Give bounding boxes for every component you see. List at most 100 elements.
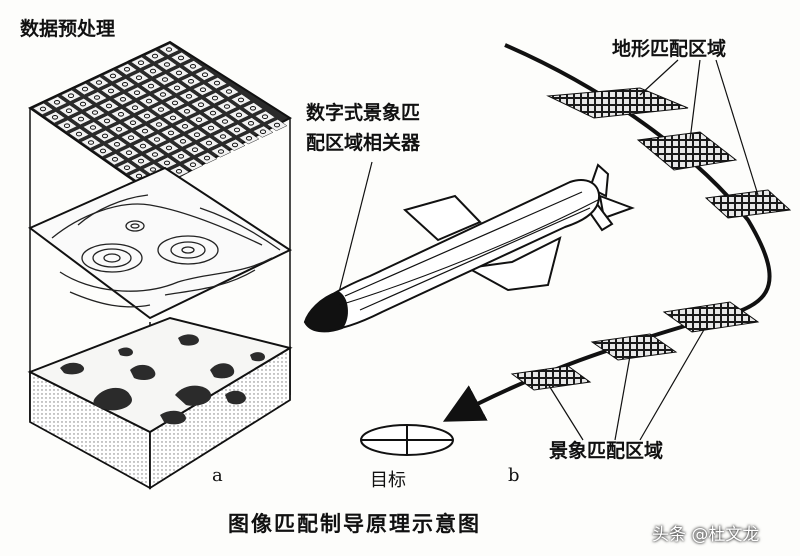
grid-cell-mark xyxy=(107,88,115,94)
grid-cell xyxy=(156,156,178,169)
grid-cell xyxy=(88,76,110,89)
grid-cell-mark xyxy=(147,83,155,89)
grid-cell xyxy=(94,129,116,142)
grid-cell-mark xyxy=(151,152,159,157)
grid-cell-mark xyxy=(165,47,173,52)
grid-cell xyxy=(228,108,250,121)
grid-cell-mark xyxy=(139,143,147,149)
grid-cell xyxy=(58,104,80,117)
grid-cell xyxy=(166,81,188,94)
grid-cell-mark xyxy=(211,95,219,101)
grid-cell-mark xyxy=(195,117,203,122)
grid-cell xyxy=(162,111,184,124)
grid-cell xyxy=(212,130,234,143)
grid-cell xyxy=(160,126,182,139)
label-correlator: 数字式景象匹 配区域相关器 xyxy=(306,98,420,158)
grid-cell xyxy=(168,66,190,79)
grid-cell-mark xyxy=(117,112,125,117)
grid-cell-mark xyxy=(249,106,257,111)
grid-cell-mark xyxy=(153,137,161,142)
grid-cell xyxy=(230,93,252,106)
watermark: 头条 @杜文龙 xyxy=(652,525,760,545)
grid-cell-mark xyxy=(123,67,131,72)
grid-cell-mark xyxy=(77,116,85,122)
grid-cell xyxy=(98,99,120,112)
grid-cell xyxy=(204,92,226,105)
missile-icon xyxy=(303,163,635,333)
grid-cell xyxy=(106,138,128,151)
grid-cell xyxy=(214,115,236,128)
grid-cell xyxy=(184,143,206,156)
terrain-block xyxy=(27,316,293,490)
grid-cell xyxy=(178,90,200,103)
grid-cell-mark xyxy=(247,121,255,126)
grid-cell-mark xyxy=(207,125,215,131)
grid-cell xyxy=(134,125,156,138)
grid-cell-mark xyxy=(51,115,59,120)
grid-cell-mark xyxy=(53,100,61,105)
label-panel-a: a xyxy=(212,465,223,486)
grid-cell xyxy=(148,118,170,131)
grid-cell xyxy=(126,86,148,99)
grid-cell-mark xyxy=(161,77,169,82)
grid-cell-mark xyxy=(93,95,101,100)
grid-cell-mark xyxy=(119,97,127,102)
grid-cell-mark xyxy=(137,158,145,164)
grid-cell-mark xyxy=(111,157,119,162)
label-scene-match-area: 景象匹配区域 xyxy=(549,440,664,462)
grid-cell-mark xyxy=(87,140,95,145)
grid-cell xyxy=(96,114,118,127)
grid-cell-mark xyxy=(127,135,135,140)
grid-cell-mark xyxy=(245,136,253,141)
grid-cell-mark xyxy=(163,160,171,166)
grid-cell-mark xyxy=(135,173,143,179)
grid-cell-mark xyxy=(133,90,141,95)
grid-cell xyxy=(174,120,196,133)
grid-cell xyxy=(238,132,260,145)
grid-cell xyxy=(104,153,126,166)
grid-cell xyxy=(102,69,124,82)
grid-cell xyxy=(84,106,106,119)
grid-cell-mark xyxy=(39,106,47,112)
grid-cell xyxy=(130,155,152,168)
grid-cell xyxy=(60,89,82,102)
grid-cell-mark xyxy=(157,107,165,112)
grid-cell xyxy=(156,58,178,71)
grid-cell xyxy=(82,121,104,134)
grid-cell xyxy=(68,128,90,141)
grid-cell xyxy=(200,122,222,135)
grid-cell-mark xyxy=(233,127,241,133)
grid-cell xyxy=(216,100,238,113)
grid-cell xyxy=(176,105,198,118)
grid-cell-mark xyxy=(173,85,181,91)
grid-cell xyxy=(136,110,158,123)
grid-cell-mark xyxy=(89,125,97,130)
grid-cell xyxy=(140,80,162,93)
grid-cell xyxy=(170,150,192,163)
grid-cell-mark xyxy=(101,133,109,139)
grid-cell xyxy=(152,88,174,101)
grid-cell-mark xyxy=(175,70,183,76)
grid-cell xyxy=(74,83,96,96)
grid-cell xyxy=(132,140,154,153)
grid-cell-mark xyxy=(103,118,111,124)
grid-cell-mark xyxy=(181,124,189,129)
grid-cell-mark xyxy=(237,97,245,103)
grid-cell xyxy=(192,83,214,96)
grid-cell-mark xyxy=(123,165,131,170)
grid-cell-mark xyxy=(143,113,151,119)
grid-cell-mark xyxy=(175,169,183,174)
label-panel-b: b xyxy=(508,465,520,486)
grid-cell-mark xyxy=(125,150,133,155)
grid-cell xyxy=(144,148,166,161)
grid-cell-mark xyxy=(137,60,145,66)
grid-cell-mark xyxy=(109,73,117,79)
grid-cell-mark xyxy=(231,142,239,148)
grid-cell-mark xyxy=(79,101,87,107)
grid-cell xyxy=(44,111,66,124)
grid-cell xyxy=(182,60,204,73)
grid-cell-mark xyxy=(177,55,185,61)
grid-cell xyxy=(116,161,138,174)
grid-cell xyxy=(182,158,204,171)
